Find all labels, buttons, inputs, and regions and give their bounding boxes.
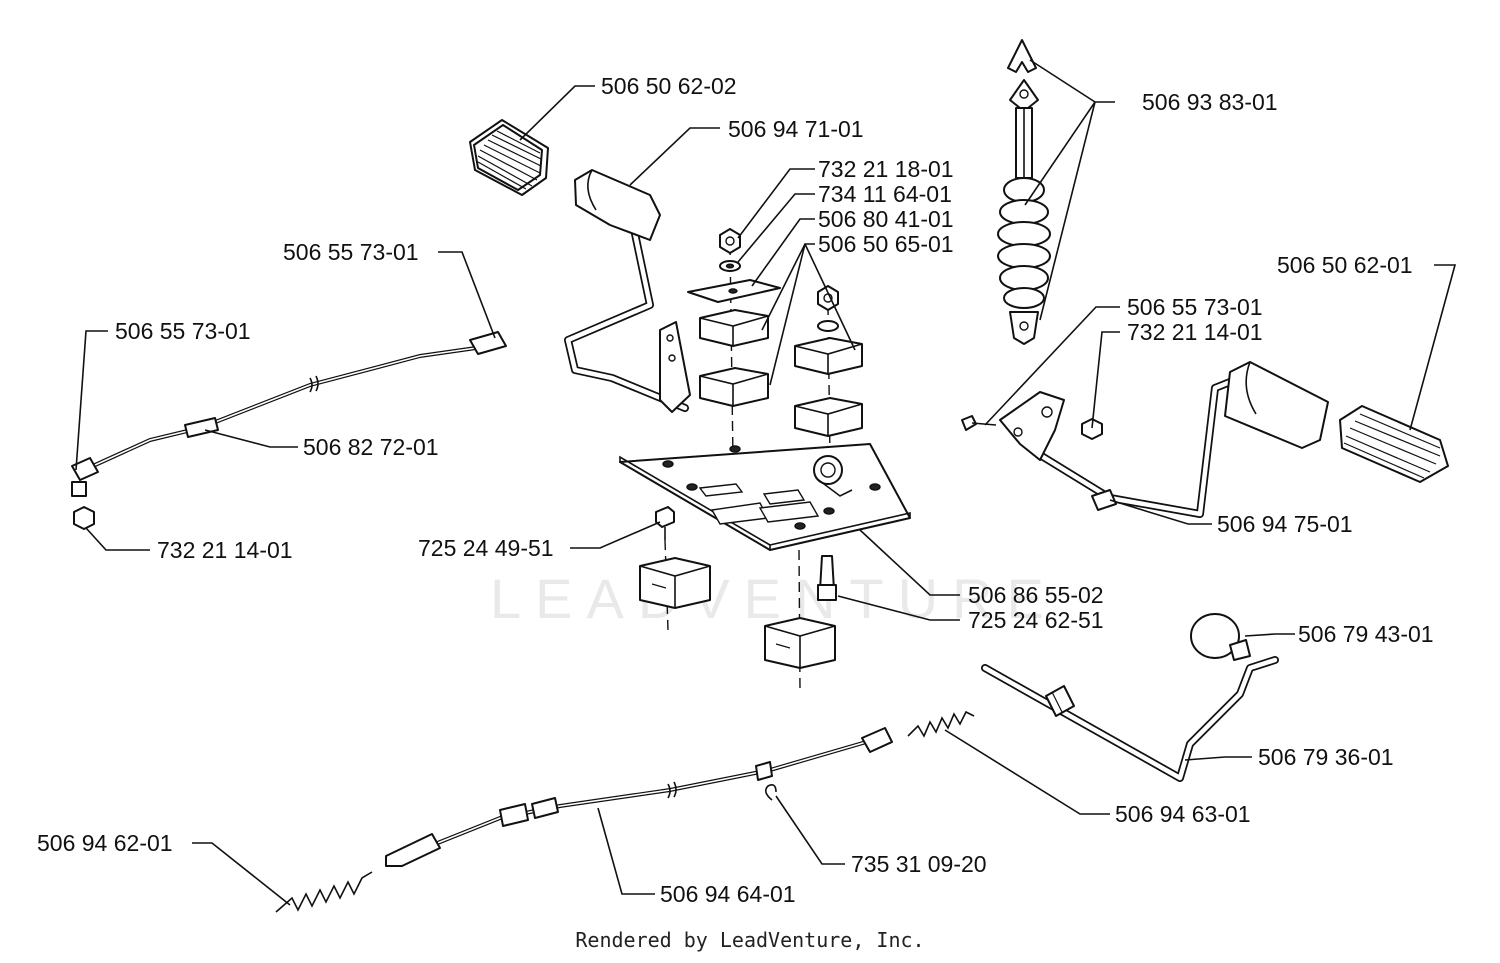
label-506-94-62-01: 506 94 62-01 (37, 830, 173, 856)
label-506-79-43-01: 506 79 43-01 (1298, 621, 1434, 647)
label-732-21-14-01-left: 732 21 14-01 (157, 537, 293, 563)
brake-cable-assembly (275, 710, 975, 913)
pedal-arm-right (961, 361, 1329, 518)
label-506-93-83-01: 506 93 83-01 (1142, 89, 1278, 115)
label-506-94-64-01: 506 94 64-01 (660, 881, 796, 907)
mounting-plate (619, 443, 911, 551)
label-506-86-55-02: 506 86 55-02 (968, 582, 1104, 608)
label-506-80-41-01: 506 80 41-01 (818, 206, 954, 232)
label-725-24-49-51: 725 24 49-51 (418, 535, 554, 561)
pedal-pad-left (469, 119, 549, 196)
label-506-94-63-01: 506 94 63-01 (1115, 801, 1251, 827)
control-rod (981, 613, 1279, 782)
label-506-50-65-01: 506 50 65-01 (818, 231, 954, 257)
leader-lines (75, 59, 1457, 906)
label-725-24-62-51: 725 24 62-51 (968, 607, 1104, 633)
lower-mounting-hardware (639, 506, 837, 691)
label-735-31-09-20: 735 31 09-20 (851, 851, 987, 877)
footer-credit: Rendered by LeadVenture, Inc. (575, 928, 925, 952)
label-732-21-18-01: 732 21 18-01 (818, 156, 954, 182)
pedal-arm-left (564, 169, 691, 413)
throttle-cable (71, 331, 507, 530)
label-506-94-71-01: 506 94 71-01 (728, 116, 864, 142)
pedal-pad-right (1339, 405, 1449, 483)
label-506-55-73-01-right: 506 55 73-01 (1127, 294, 1263, 320)
label-506-82-72-01: 506 82 72-01 (303, 434, 439, 460)
label-506-94-75-01: 506 94 75-01 (1217, 511, 1353, 537)
label-506-55-73-01-top: 506 55 73-01 (283, 239, 419, 265)
label-506-79-36-01: 506 79 36-01 (1258, 744, 1394, 770)
label-506-50-62-01: 506 50 62-01 (1277, 252, 1413, 278)
label-732-21-14-01-right: 732 21 14-01 (1127, 319, 1263, 345)
label-506-55-73-01-left: 506 55 73-01 (115, 318, 251, 344)
label-506-50-62-02: 506 50 62-02 (601, 73, 737, 99)
label-734-11-64-01: 734 11 64-01 (818, 181, 952, 207)
spring-assembly (997, 39, 1051, 345)
center-hardware-stack (687, 228, 863, 461)
part-labels: 506 50 62-02 506 94 71-01 506 93 83-01 7… (37, 73, 1434, 907)
